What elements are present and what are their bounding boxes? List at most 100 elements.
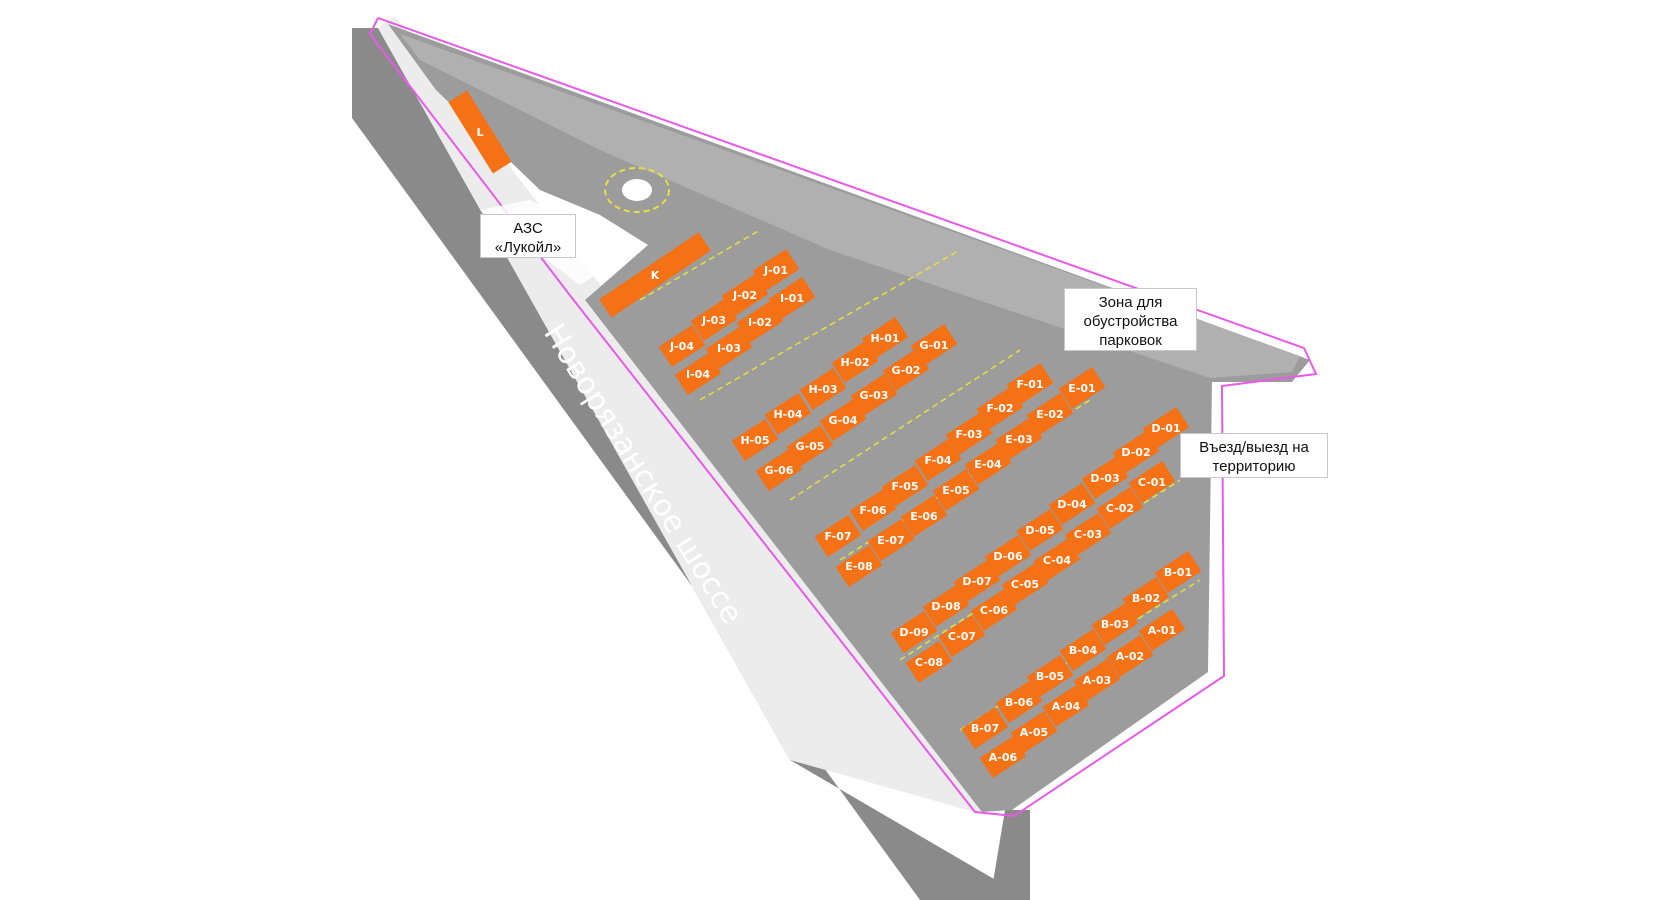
unit-block [1006, 363, 1054, 405]
entrance-label-line-2: территорию [1212, 458, 1296, 475]
unit-block [961, 707, 1009, 749]
unit-block [755, 449, 803, 491]
unit-block [890, 611, 938, 653]
unit-block [831, 341, 879, 383]
unit-label-a-05: A-05 [1020, 726, 1048, 739]
unit-d-01 [1142, 407, 1190, 449]
unit-block [984, 535, 1032, 577]
unit-block [1001, 563, 1049, 605]
unit-label-d-06: D-06 [993, 550, 1023, 563]
unit-block [736, 301, 784, 343]
unit-block [867, 519, 915, 561]
unit-label-e-03: E-03 [1005, 433, 1032, 446]
unit-label-d-03: D-03 [1090, 472, 1119, 485]
unit-block [835, 545, 883, 587]
unit-label-l: L [476, 126, 483, 139]
gas-station-callout: АЗС «Лукойл» [480, 214, 576, 258]
unit-c-04 [1033, 539, 1081, 581]
unit-label-c-06: C-06 [980, 604, 1009, 617]
unit-block [448, 90, 512, 174]
unit-label-f-05: F-05 [891, 480, 918, 493]
unit-h-02 [831, 341, 879, 383]
unit-label-h-05: H-05 [740, 434, 769, 447]
unit-block [768, 277, 816, 319]
unit-label-h-03: H-03 [808, 383, 837, 396]
unit-block [1081, 457, 1129, 499]
unit-label-e-04: E-04 [974, 458, 1002, 471]
unit-d-08 [922, 585, 970, 627]
parking-zone-label-line-2: обустройства [1083, 313, 1178, 330]
gas-station-label-line-1: АЗС [513, 220, 543, 237]
unit-label-f-02: F-02 [986, 402, 1013, 415]
unit-e-08 [835, 545, 883, 587]
unit-e-03 [995, 418, 1043, 460]
unit-block [970, 589, 1018, 631]
unit-label-k: K [651, 269, 660, 282]
unit-e-02 [1026, 393, 1074, 435]
unit-b-05 [1026, 655, 1074, 697]
unit-g-01 [910, 324, 958, 366]
unit-block [819, 399, 867, 441]
unit-d-05 [1016, 509, 1064, 551]
unit-h-03 [799, 368, 847, 410]
unit-block [1128, 461, 1176, 503]
unit-block [938, 615, 986, 657]
unit-f-01 [1006, 363, 1054, 405]
unit-g-02 [882, 349, 930, 391]
unit-block [1026, 655, 1074, 697]
unit-label-g-05: G-05 [796, 440, 825, 453]
unit-block [914, 439, 962, 481]
unit-label-b-02: B-02 [1132, 592, 1160, 605]
unit-a-05 [1010, 711, 1058, 753]
unit-i-03 [705, 327, 753, 369]
unit-j-04 [658, 325, 706, 367]
unit-block [705, 327, 753, 369]
unit-b-07 [961, 707, 1009, 749]
unit-j-01 [752, 249, 800, 291]
unit-label-b-05: B-05 [1036, 670, 1064, 683]
unit-f-03 [945, 413, 993, 455]
unit-label-f-03: F-03 [955, 428, 982, 441]
unit-block [861, 317, 909, 359]
lane-marking-2 [789, 349, 1021, 501]
unit-b-06 [995, 681, 1043, 723]
unit-block [945, 413, 993, 455]
unit-c-06 [970, 589, 1018, 631]
unit-block [1122, 577, 1170, 619]
unit-label-h-02: H-02 [840, 356, 869, 369]
unit-label-c-02: C-02 [1106, 502, 1134, 515]
unit-block [658, 325, 706, 367]
unit-f-05 [881, 465, 929, 507]
unit-label-e-07: E-07 [877, 534, 904, 547]
unit-block [1010, 711, 1058, 753]
unit-label-a-02: A-02 [1116, 650, 1144, 663]
lane-marking-0 [639, 229, 761, 301]
unit-g-03 [850, 374, 898, 416]
unit-block [1091, 603, 1139, 645]
parking-zone-callout: Зона для обустройства парковок [1064, 288, 1197, 351]
unit-f-07 [814, 515, 862, 557]
unit-b-01 [1154, 551, 1202, 593]
unit-d-06 [984, 535, 1032, 577]
unit-block [731, 419, 779, 461]
unit-block [1112, 431, 1160, 473]
unit-label-j-03: J-03 [701, 314, 726, 327]
unit-c-07 [938, 615, 986, 657]
unit-c-01 [1128, 461, 1176, 503]
unit-block [1064, 513, 1112, 555]
unit-block [721, 274, 769, 316]
unit-block [995, 418, 1043, 460]
unit-e-05 [932, 469, 980, 511]
unit-label-j-01: J-01 [763, 264, 788, 277]
unit-f-06 [849, 489, 897, 531]
unit-block [905, 641, 953, 683]
unit-label-c-05: C-05 [1011, 578, 1039, 591]
unit-a-04 [1042, 685, 1090, 727]
unit-e-04 [964, 443, 1012, 485]
unit-h-05 [731, 419, 779, 461]
unit-label-d-01: D-01 [1151, 422, 1180, 435]
unit-label-g-06: G-06 [765, 464, 794, 477]
unit-d-03 [1081, 457, 1129, 499]
unit-label-a-01: A-01 [1148, 624, 1176, 637]
unit-label-g-04: G-04 [829, 414, 858, 427]
